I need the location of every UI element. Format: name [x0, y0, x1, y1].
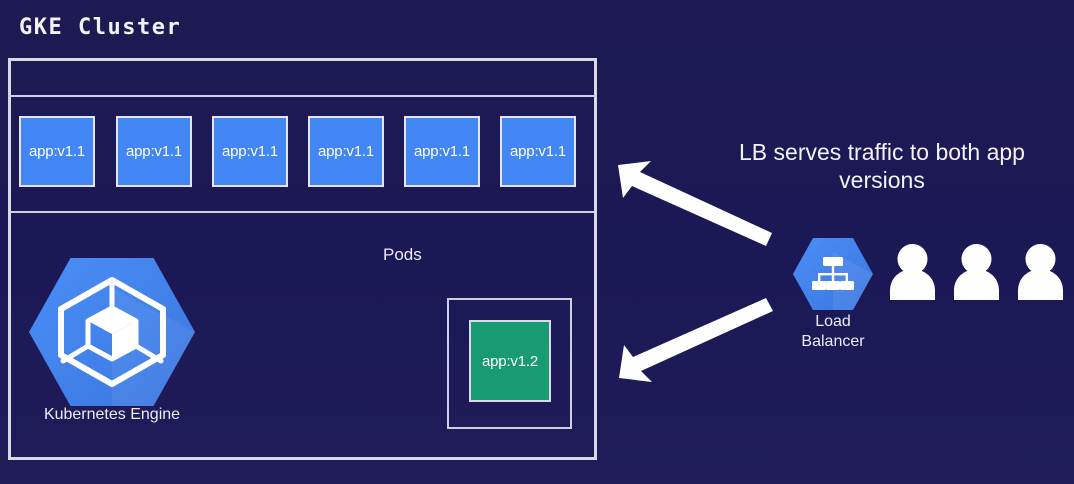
- load-balancer-label-line-2: Balancer: [801, 333, 865, 350]
- pod-box[interactable]: app:v1.1: [404, 116, 480, 187]
- load-balancer-label-line-1: Load: [815, 313, 851, 330]
- pod-label: app:v1.1: [29, 143, 85, 160]
- load-balancer-icon: [793, 238, 873, 310]
- canary-pod-label: app:v1.2: [482, 352, 538, 370]
- kubernetes-engine-icon: [29, 258, 195, 406]
- pod-label: app:v1.1: [222, 143, 278, 160]
- caption-line-2: versions: [839, 167, 925, 194]
- pod-box[interactable]: app:v1.1: [212, 116, 288, 187]
- pod-box[interactable]: app:v1.1: [500, 116, 576, 187]
- pod-label: app:v1.1: [126, 143, 182, 160]
- caption-text: LB serves traffic to both app versions: [706, 138, 1058, 194]
- cluster-header-band: [8, 58, 597, 97]
- caption-line-1: LB serves traffic to both app: [739, 139, 1025, 165]
- kubernetes-engine-node[interactable]: Kubernetes Engine: [29, 258, 195, 423]
- canary-pod-box[interactable]: app:v1.2: [469, 320, 551, 402]
- pod-label: app:v1.1: [318, 143, 374, 160]
- pod-box[interactable]: app:v1.1: [116, 116, 192, 187]
- page-title: GKE Cluster: [19, 15, 182, 40]
- pods-label: Pods: [383, 245, 422, 264]
- user-icon: [890, 244, 935, 300]
- pod-label: app:v1.1: [414, 143, 470, 160]
- kubernetes-engine-label: Kubernetes Engine: [43, 406, 181, 423]
- canary-pod-container: [447, 298, 572, 429]
- load-balancer-label: Load Balancer: [779, 312, 887, 352]
- user-icon: [954, 244, 999, 300]
- user-icon: [1018, 244, 1063, 300]
- users-group: [889, 243, 1064, 300]
- pod-box[interactable]: app:v1.1: [19, 116, 95, 187]
- arrow-lower-left-icon: [619, 298, 773, 382]
- pods-strip: [11, 97, 594, 213]
- gke-cluster-box: [8, 58, 597, 460]
- pod-label: app:v1.1: [510, 143, 566, 160]
- load-balancer-node[interactable]: Load Balancer: [793, 238, 873, 358]
- pod-box[interactable]: app:v1.1: [308, 116, 384, 187]
